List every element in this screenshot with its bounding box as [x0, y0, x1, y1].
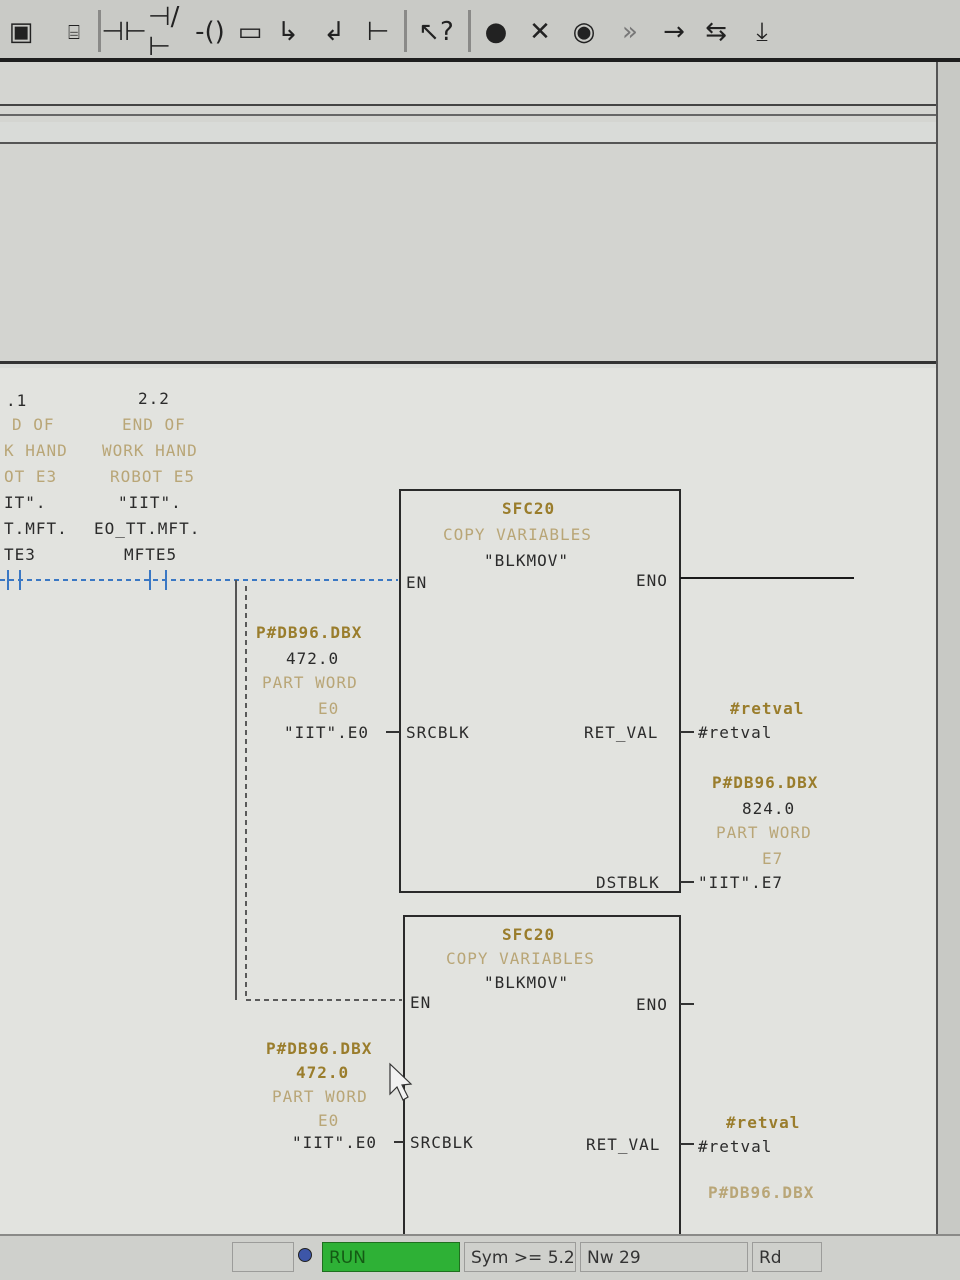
src-comment: PART WORD — [262, 673, 358, 692]
pin-eno: ENO — [636, 571, 668, 590]
contact-comment: K HAND — [4, 441, 68, 460]
ladder-diagram: .1 D OF K HAND OT E3 IT". T.MFT. TE3 2.2… — [0, 389, 854, 1234]
contact-symbol-graphic — [7, 570, 167, 590]
contact-symbol: MFTE5 — [124, 545, 177, 564]
src-offset: 472.0 — [296, 1063, 349, 1082]
ladder-network-canvas[interactable]: .1 D OF K HAND OT E3 IT". T.MFT. TE3 2.2… — [0, 368, 936, 1234]
ret-comment: #retval — [726, 1113, 800, 1132]
plc-mode-indicator: RUN — [322, 1242, 460, 1272]
contact-address: .1 — [6, 391, 27, 410]
src-offset: 472.0 — [286, 649, 339, 668]
step-icon[interactable]: ⇆ — [705, 17, 727, 47]
toolbar-separator — [468, 10, 471, 52]
block-number: SFC20 — [502, 925, 555, 944]
contact-comment: D OF — [12, 415, 55, 434]
connection-icon[interactable]: ⊢ — [366, 17, 390, 47]
src-symbol: "IIT".E0 — [292, 1133, 377, 1152]
menu-strip — [0, 62, 960, 122]
toolbar-separator — [404, 10, 407, 52]
clear-breakpoint-icon[interactable]: ✕ — [529, 17, 551, 47]
vertical-scrollbar[interactable] — [936, 62, 960, 1242]
dst-offset: 824.0 — [742, 799, 795, 818]
overview-icon[interactable]: ▣ — [8, 17, 34, 47]
dst-comment: E7 — [762, 849, 783, 868]
editor-toolbar: ▣ ⌸ ⊣⊢ ⊣/⊢ -() ▭ ↳ ↲ ⊢ ↖? ● ✕ ◉ » → ⇆ ⤓ — [0, 0, 960, 62]
toolbar-separator — [98, 10, 101, 52]
dashed-rung — [0, 579, 402, 1001]
src-symbol: "IIT".E0 — [284, 723, 369, 742]
divider — [0, 114, 960, 116]
block-symbol: "BLKMOV" — [484, 551, 569, 570]
contact-symbol: IT". — [4, 493, 47, 512]
normally-closed-contact-icon[interactable]: ⊣/⊢ — [148, 2, 180, 62]
pin-dstblk: DSTBLK — [596, 873, 660, 892]
coil-icon[interactable]: -() — [195, 17, 225, 47]
access-mode: Rd — [752, 1242, 822, 1272]
open-branch-icon[interactable]: ↳ — [277, 17, 299, 47]
src-address: P#DB96.DBX — [266, 1039, 372, 1058]
close-branch-icon[interactable]: ↲ — [323, 17, 345, 47]
pin-ret-val: RET_VAL — [586, 1135, 660, 1154]
src-comment: E0 — [318, 1111, 339, 1130]
block-number: SFC20 — [502, 499, 555, 518]
contact-comment: END OF — [122, 415, 186, 434]
network-icon[interactable]: ⌸ — [68, 20, 80, 44]
network-number: Nw 29 — [580, 1242, 748, 1272]
contact-comment: WORK HAND — [102, 441, 198, 460]
block-comment: COPY VARIABLES — [446, 949, 595, 968]
dst-address: P#DB96.DBX — [712, 773, 818, 792]
ret-comment: #retval — [730, 699, 804, 718]
block-symbol: "BLKMOV" — [484, 973, 569, 992]
sfc20-block[interactable] — [399, 489, 681, 893]
pin-srcblk: SRCBLK — [410, 1133, 474, 1152]
empty-box-icon[interactable]: ▭ — [237, 17, 263, 47]
pin-en: EN — [410, 993, 431, 1012]
contact-comment: OT E3 — [4, 467, 57, 486]
dst-symbol: "IIT".E7 — [698, 873, 783, 892]
contact-symbol: T.MFT. — [4, 519, 68, 538]
contact-address: 2.2 — [138, 389, 170, 408]
pin-srcblk: SRCBLK — [406, 723, 470, 742]
src-comment: PART WORD — [272, 1087, 368, 1106]
status-field-empty — [232, 1242, 294, 1272]
mouse-cursor-icon — [389, 1062, 413, 1101]
block-comment: COPY VARIABLES — [443, 525, 592, 544]
dst-address: P#DB96.DBX — [708, 1183, 814, 1202]
resume-icon[interactable]: → — [663, 17, 685, 47]
pin-ret-val: RET_VAL — [584, 723, 658, 742]
normally-open-contact-icon[interactable]: ⊣⊢ — [101, 17, 147, 47]
contact-symbol: "IIT". — [118, 493, 182, 512]
contact-symbol: TE3 — [4, 545, 36, 564]
help-pointer-icon[interactable]: ↖? — [418, 17, 454, 47]
src-comment: E0 — [318, 699, 339, 718]
activate-breakpoints-icon[interactable]: ◉ — [572, 17, 596, 47]
divider — [0, 104, 960, 106]
pin-eno: ENO — [636, 995, 668, 1014]
contact-comment: ROBOT E5 — [110, 467, 195, 486]
contact-symbol: EO_TT.MFT. — [94, 519, 200, 538]
network-comment-panel[interactable] — [0, 142, 936, 364]
ret-symbol: #retval — [698, 1137, 772, 1156]
status-indicator-icon — [298, 1248, 312, 1262]
ret-symbol: #retval — [698, 723, 772, 742]
status-bar: RUN Sym >= 5.2 Nw 29 Rd — [0, 1234, 960, 1280]
src-address: P#DB96.DBX — [256, 623, 362, 642]
cursor-position: Sym >= 5.2 — [464, 1242, 576, 1272]
breakpoint-icon[interactable]: ● — [484, 17, 508, 47]
dst-comment: PART WORD — [716, 823, 812, 842]
call-icon[interactable]: ⤓ — [756, 16, 768, 47]
pin-en: EN — [406, 573, 427, 592]
next-statement-icon[interactable]: » — [622, 17, 638, 47]
